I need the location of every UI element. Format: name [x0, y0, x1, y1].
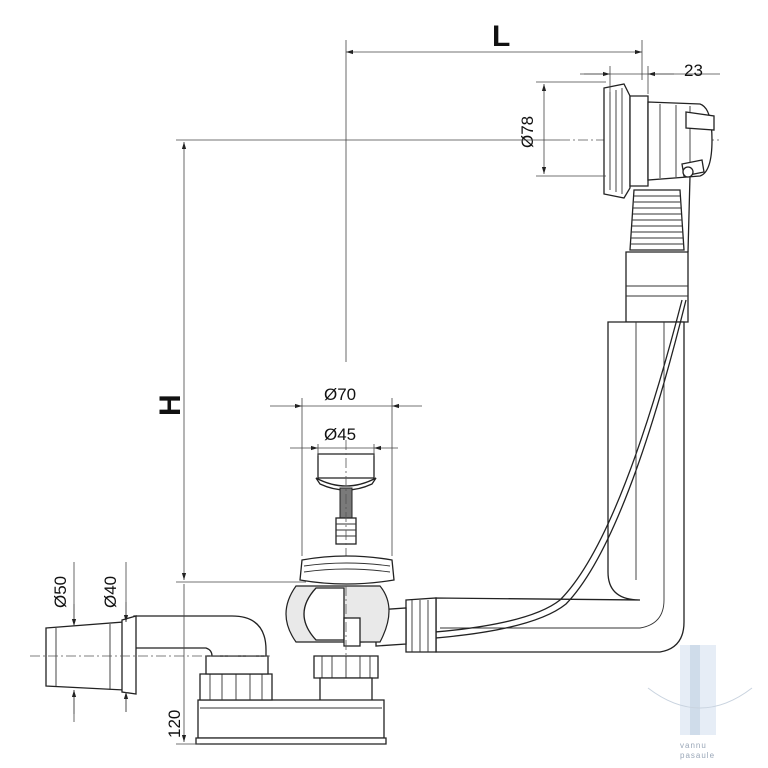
- label-outlet-outer: Ø50: [51, 576, 70, 608]
- label-drain-outer: Ø70: [324, 385, 356, 404]
- trap: [133, 615, 387, 745]
- dim-outlet-outer: Ø50: [51, 562, 77, 722]
- watermark-line1: vannu: [680, 741, 707, 750]
- overflow-unit: [560, 83, 720, 199]
- label-height: H: [154, 394, 187, 416]
- label-trap-height: 120: [165, 710, 184, 738]
- outlet-pipe: [30, 615, 270, 695]
- label-drain-inner: Ø45: [324, 425, 356, 444]
- overflow-hose: [625, 175, 691, 323]
- label-length: L: [492, 20, 510, 53]
- dim-overflow-diameter: Ø78: [518, 81, 606, 177]
- dim-drain-outer: Ø70: [270, 385, 422, 556]
- dim-trap-height: 120: [165, 584, 200, 745]
- dim-drain-inner: Ø45: [290, 425, 398, 456]
- label-outlet-inner: Ø40: [101, 576, 120, 608]
- drain-body: [285, 555, 395, 720]
- label-overflow-offset: 23: [684, 61, 703, 80]
- label-overflow-diameter: Ø78: [518, 116, 537, 148]
- watermark: vannu pasaule: [647, 645, 753, 760]
- dim-overflow-offset: 23: [580, 61, 720, 94]
- dim-height: H: [154, 139, 560, 583]
- watermark-line2: pasaule: [680, 751, 715, 760]
- dim-outlet-inner: Ø40: [101, 562, 129, 712]
- drain-plug: [315, 440, 377, 560]
- dim-length: L: [345, 20, 643, 362]
